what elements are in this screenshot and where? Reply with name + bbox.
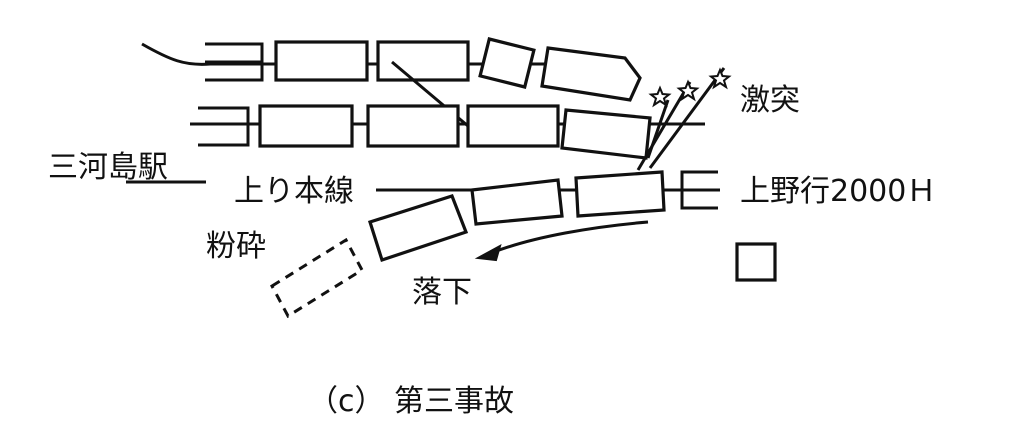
top-car-1 (274, 40, 369, 82)
label-up-ueno-train: 上野行2000Ｈ (740, 174, 936, 209)
middle-car-3 (466, 104, 560, 148)
shattered-car (270, 237, 364, 319)
middle-train (258, 104, 652, 160)
bottom-car-2 (470, 178, 564, 226)
label-shattered: 粉砕 (206, 229, 266, 264)
collision-marks (636, 67, 732, 171)
top-track (141, 42, 545, 82)
top-train (274, 37, 642, 102)
top-car-4 (540, 46, 642, 102)
middle-car-4 (560, 108, 652, 160)
star-icon (676, 79, 700, 102)
bottom-train (270, 170, 666, 319)
square-marker (735, 242, 777, 282)
fall-arrow (474, 220, 649, 262)
bottom-car-1 (574, 170, 666, 218)
top-car-3 (478, 37, 536, 89)
middle-car-2 (366, 104, 460, 148)
top-car-2 (376, 40, 470, 82)
middle-car-1 (258, 104, 354, 148)
label-station: 三河島駅 (48, 150, 168, 185)
label-collision: 激突 (740, 83, 800, 118)
label-up-main-line: 上り本線 (234, 174, 354, 209)
star-icon (648, 85, 672, 108)
bottom-car-3 (367, 194, 469, 263)
star-icon (708, 67, 732, 90)
diagram-caption: （c） 第三事故 (308, 384, 514, 419)
label-fall: 落下 (412, 275, 472, 310)
